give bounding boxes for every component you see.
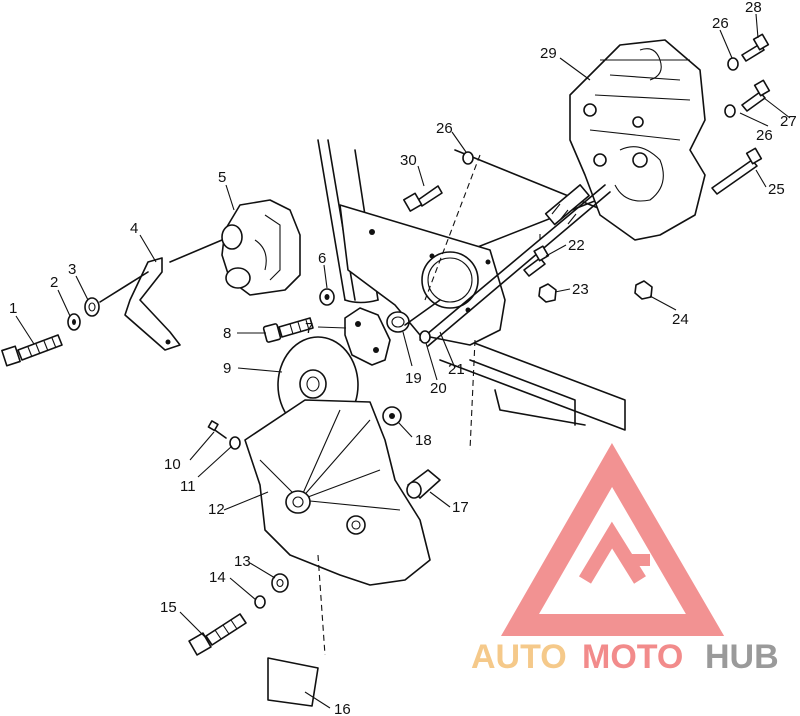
mounting-plate — [339, 204, 506, 346]
callout-30: 30 — [400, 152, 417, 169]
watermark-hub: HUB — [705, 638, 779, 676]
leader-lines — [15, 13, 791, 709]
callout-1: 1 — [9, 300, 17, 317]
dash-guide-17 — [469, 339, 476, 451]
drive-shaft — [419, 184, 611, 347]
callout-6: 6 — [318, 250, 326, 267]
bolt-27 — [741, 79, 771, 112]
seal-19 — [386, 311, 410, 333]
nut-18 — [382, 406, 402, 426]
washer-26c — [462, 151, 474, 165]
watermark-moto: MOTO — [582, 638, 683, 676]
callout-8: 8 — [223, 325, 231, 342]
callout-10: 10 — [164, 456, 181, 473]
callout-13: 13 — [234, 553, 251, 570]
bolt-30 — [403, 185, 443, 212]
leader-16 — [317, 554, 326, 656]
washer-2 — [67, 313, 81, 331]
callout-18: 18 — [415, 432, 432, 449]
watermark-auto: AUTO — [471, 638, 567, 676]
washer-3 — [84, 297, 100, 317]
rod-bracket — [124, 257, 181, 351]
washer-6 — [319, 288, 335, 306]
bearing-bracket — [221, 199, 301, 296]
washer-26a — [727, 57, 739, 71]
callout-19: 19 — [405, 370, 422, 387]
bolt-25 — [711, 147, 763, 195]
callout-2: 2 — [50, 274, 58, 291]
washer-14 — [254, 595, 266, 609]
spacer-17 — [406, 469, 441, 499]
callout-3: 3 — [68, 261, 76, 278]
callout-5: 5 — [218, 169, 226, 186]
callout-16: 16 — [334, 701, 351, 716]
callout-26b: 26 — [756, 127, 773, 144]
callout-labels: 1 2 3 4 5 6 7 8 9 10 11 12 13 14 15 16 1… — [9, 0, 797, 716]
bushing-20 — [419, 330, 431, 344]
bolt-8 — [262, 317, 314, 343]
callout-15: 15 — [160, 599, 177, 616]
callout-28: 28 — [745, 0, 762, 16]
callout-17: 17 — [452, 499, 469, 516]
bolt-22 — [523, 232, 550, 277]
gearcase — [569, 39, 706, 241]
callout-22: 22 — [568, 237, 585, 254]
callout-14: 14 — [209, 569, 226, 586]
callout-12: 12 — [208, 501, 225, 518]
nut-24 — [634, 280, 653, 300]
callout-21: 21 — [448, 361, 465, 378]
chaincase-cover — [244, 399, 431, 586]
callout-25: 25 — [768, 181, 785, 198]
assembly-line-1-4 — [99, 271, 149, 303]
callout-4: 4 — [130, 220, 138, 237]
callout-29: 29 — [540, 45, 557, 62]
bolt-28 — [741, 33, 770, 62]
bolt-1 — [1, 334, 63, 367]
callout-7: 7 — [305, 320, 313, 337]
flange-plate-7 — [344, 307, 391, 366]
callout-24: 24 — [672, 311, 689, 328]
nut-23 — [538, 283, 557, 303]
bolt-10 — [207, 420, 227, 439]
callout-26c: 26 — [436, 120, 453, 137]
callout-23: 23 — [572, 281, 589, 298]
callout-9: 9 — [223, 360, 231, 377]
callout-11: 11 — [180, 478, 196, 495]
callout-20: 20 — [430, 380, 447, 397]
washer-26b — [724, 104, 736, 118]
washer-13 — [271, 573, 289, 593]
dash-guide-26 — [424, 154, 481, 301]
washer-11 — [229, 436, 241, 450]
watermark-text: AUTO MOTO HUB — [471, 638, 779, 676]
watermark-logo — [500, 443, 725, 636]
callout-26a: 26 — [712, 15, 729, 32]
bolt-15 — [188, 613, 247, 656]
callout-27: 27 — [780, 113, 797, 130]
decal-16 — [267, 657, 319, 707]
pin-21 — [404, 299, 441, 326]
assembly-line-4-5 — [169, 239, 223, 263]
frame-rail — [317, 139, 641, 431]
